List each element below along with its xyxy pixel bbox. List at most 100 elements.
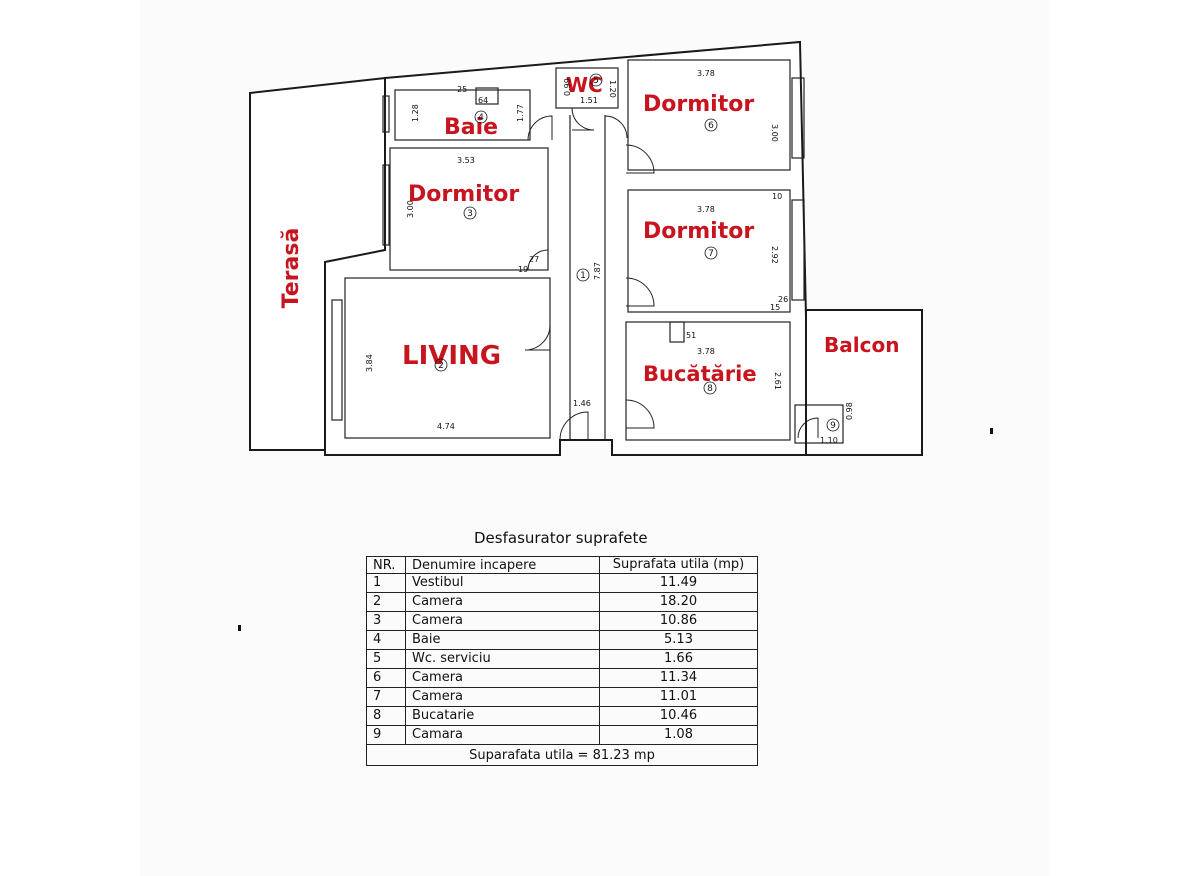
header-name: Denumire incapere bbox=[405, 556, 600, 574]
label-bucatarie: Bucătărie bbox=[643, 362, 757, 386]
area-table: NR. Denumire incapere Suprafata utila (m… bbox=[366, 556, 758, 766]
door-swing bbox=[625, 277, 655, 307]
room-number-text: 4 bbox=[478, 113, 484, 123]
dimension-label: 3.00 bbox=[770, 124, 779, 142]
dimension-label: 3.78 bbox=[697, 347, 715, 356]
room-number-5: 5 bbox=[589, 73, 603, 87]
dimension-label: 1.51 bbox=[580, 96, 598, 105]
door-swing bbox=[625, 144, 655, 174]
dimension-label: 27 bbox=[529, 255, 539, 264]
cell-nr: 4 bbox=[366, 630, 406, 650]
dimension-label: 10 bbox=[772, 192, 782, 201]
cell-nr: 8 bbox=[366, 706, 406, 726]
label-balcon: Balcon bbox=[824, 333, 899, 357]
dimension-label: 15 bbox=[770, 303, 780, 312]
dimension-label: 2.61 bbox=[773, 372, 782, 390]
room-number-8: 8 bbox=[703, 381, 717, 395]
room-number-text: 7 bbox=[708, 249, 714, 259]
room-bathroom-outline bbox=[394, 89, 531, 141]
door-swing bbox=[527, 249, 549, 271]
dimension-label: 3.84 bbox=[365, 354, 374, 372]
window bbox=[791, 77, 805, 159]
door-swing bbox=[524, 324, 551, 351]
dimension-label: 3.00 bbox=[406, 200, 415, 218]
cell-name: Baie bbox=[405, 630, 600, 650]
dimension-label: 19 bbox=[518, 265, 528, 274]
dimension-label: 3.78 bbox=[697, 69, 715, 78]
label-dormitor-7: Dormitor bbox=[643, 219, 754, 244]
room-bedroom-6-outline bbox=[627, 59, 791, 171]
cell-area: 10.86 bbox=[599, 611, 758, 631]
floor-plan: Terasă Baie WC Dormitor Dormitor Dormito… bbox=[249, 40, 923, 456]
cell-name: Camera bbox=[405, 592, 600, 612]
outer-wall bbox=[324, 40, 807, 456]
window bbox=[382, 164, 390, 246]
room-number-2: 2 bbox=[434, 358, 448, 372]
room-bedroom-3-outline bbox=[389, 147, 549, 271]
cell-area: 1.66 bbox=[599, 649, 758, 669]
header-nr: NR. bbox=[366, 556, 406, 574]
cell-name: Vestibul bbox=[405, 573, 600, 593]
scan-speck bbox=[990, 428, 993, 434]
scan-speck bbox=[238, 625, 241, 631]
room-number-text: 9 bbox=[830, 421, 836, 431]
room-number-text: 8 bbox=[707, 384, 713, 394]
cell-name: Bucatarie bbox=[405, 706, 600, 726]
dimension-label: 3.78 bbox=[697, 205, 715, 214]
dimension-label: 25 bbox=[457, 85, 467, 94]
room-living-outline bbox=[344, 277, 551, 439]
label-dormitor-3: Dormitor bbox=[408, 182, 519, 207]
cell-nr: 2 bbox=[366, 592, 406, 612]
table-title: Desfasurator suprafete bbox=[474, 529, 648, 547]
cell-area: 5.13 bbox=[599, 630, 758, 650]
door-swing bbox=[604, 115, 628, 139]
cell-area: 10.46 bbox=[599, 706, 758, 726]
room-number-text: 1 bbox=[580, 271, 586, 281]
room-number-7: 7 bbox=[704, 246, 718, 260]
table-header-row: NR. Denumire incapere Suprafata utila (m… bbox=[366, 556, 758, 574]
label-living: LIVING bbox=[402, 341, 501, 371]
room-number-9: 9 bbox=[826, 418, 840, 432]
label-wc: WC bbox=[566, 73, 603, 97]
cell-nr: 9 bbox=[366, 725, 406, 745]
cell-nr: 5 bbox=[366, 649, 406, 669]
room-number-text: 6 bbox=[708, 121, 714, 131]
label-dormitor-6: Dormitor bbox=[643, 92, 754, 117]
room-pantry-outline bbox=[794, 404, 844, 444]
room-kitchen-outline bbox=[625, 321, 791, 441]
room-number-text: 2 bbox=[438, 361, 444, 371]
dimension-label: 51 bbox=[686, 331, 696, 340]
room-number-6: 6 bbox=[704, 118, 718, 132]
balcony-outline bbox=[805, 309, 923, 456]
room-bedroom-7-outline bbox=[627, 189, 791, 313]
label-baie: Baie bbox=[444, 115, 498, 140]
cell-nr: 3 bbox=[366, 611, 406, 631]
room-number-text: 3 bbox=[467, 209, 473, 219]
room-number-text: 5 bbox=[593, 76, 599, 86]
window bbox=[331, 299, 343, 421]
cell-name: Camara bbox=[405, 725, 600, 745]
total-area: Suparafata utila = 81.23 mp bbox=[366, 744, 758, 766]
cell-area: 11.49 bbox=[599, 573, 758, 593]
dimension-label: 1.20 bbox=[608, 80, 617, 98]
cell-name: Wc. serviciu bbox=[405, 649, 600, 669]
dimension-label: 1.46 bbox=[573, 399, 591, 408]
cell-name: Camera bbox=[405, 611, 600, 631]
cell-area: 11.01 bbox=[599, 687, 758, 707]
window bbox=[791, 199, 805, 301]
dimension-label: 3.53 bbox=[457, 156, 475, 165]
cell-nr: 7 bbox=[366, 687, 406, 707]
dimension-label: 1.28 bbox=[411, 104, 420, 122]
door-swing bbox=[559, 411, 589, 441]
door-swing bbox=[527, 115, 553, 141]
cell-nr: 1 bbox=[366, 573, 406, 593]
cell-area: 11.34 bbox=[599, 668, 758, 688]
room-number-4: 4 bbox=[474, 110, 488, 124]
dimension-label: 64 bbox=[478, 96, 488, 105]
